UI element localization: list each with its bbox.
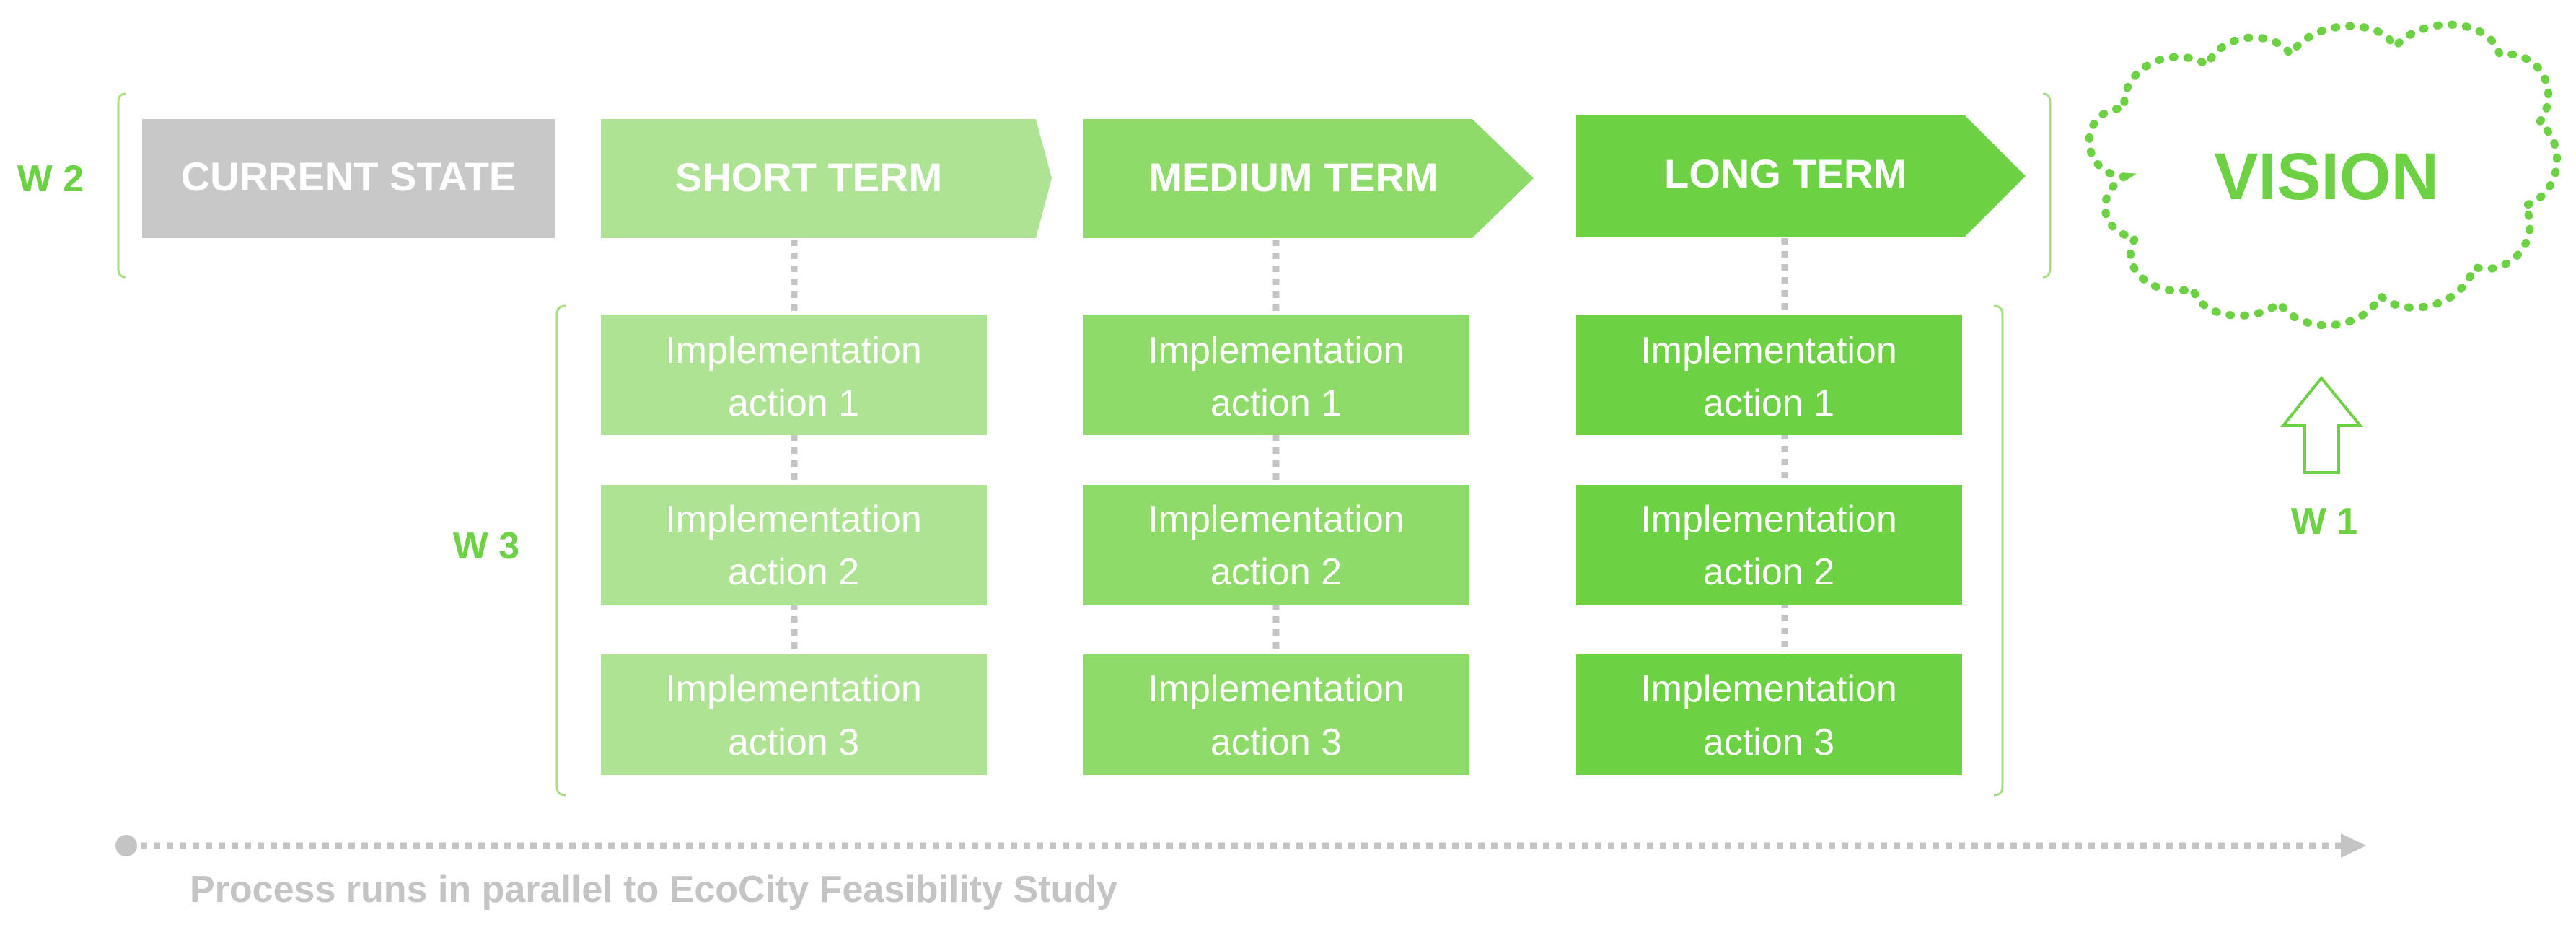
short-term-arrow	[601, 119, 1052, 238]
long-term-actions: Implementation action 1 Implementation a…	[1576, 315, 1962, 775]
short-action-box-3	[601, 654, 987, 775]
long-action-2-line2: action 2	[1703, 551, 1834, 593]
medium-action-2-line2: action 2	[1210, 551, 1342, 593]
w2-bracket	[117, 92, 126, 279]
long-action-1-line1: Implementation	[1640, 330, 1897, 372]
current-state-box	[142, 119, 555, 238]
long-action-3-line2: action 3	[1703, 722, 1834, 763]
short-action-box-1	[601, 315, 987, 435]
medium-term-arrow	[1083, 119, 1534, 238]
w1-label: W 1	[2291, 501, 2357, 543]
timeline-arrowhead	[2341, 833, 2366, 858]
long-action-2-line1: Implementation	[1640, 499, 1897, 540]
long-term-arrow	[1576, 115, 2026, 237]
long-action-box-1	[1576, 315, 1962, 435]
medium-action-3-line2: action 3	[1210, 722, 1342, 763]
short-term-label: SHORT TERM	[675, 154, 942, 200]
current-state-label: CURRENT STATE	[181, 154, 516, 199]
medium-term-label: MEDIUM TERM	[1148, 154, 1438, 200]
medium-action-1-line2: action 1	[1210, 382, 1342, 424]
long-term-label: LONG TERM	[1664, 151, 1907, 196]
medium-action-box-3	[1083, 654, 1469, 775]
medium-term-actions: Implementation action 1 Implementation a…	[1083, 315, 1469, 775]
cloud-icon	[2085, 20, 2562, 330]
medium-action-1-line1: Implementation	[1148, 330, 1405, 372]
w2-label: W 2	[17, 158, 84, 200]
short-action-3-line1: Implementation	[665, 668, 922, 710]
long-action-box-3	[1576, 654, 1962, 775]
medium-action-box-2	[1083, 485, 1469, 605]
short-action-1-line2: action 1	[728, 382, 859, 424]
vision-label: VISION	[2214, 140, 2439, 214]
short-action-box-2	[601, 485, 987, 605]
short-action-2-line2: action 2	[728, 551, 859, 593]
long-action-box-2	[1576, 485, 1962, 605]
stage-row-right-bracket	[2042, 92, 2052, 279]
short-term-actions: Implementation action 1 Implementation a…	[601, 315, 987, 775]
w3-left-bracket	[555, 304, 566, 797]
connectors	[791, 238, 1788, 657]
medium-action-3-line1: Implementation	[1148, 668, 1405, 710]
w3-label: W 3	[453, 525, 519, 567]
timeline-start-dot	[115, 835, 137, 856]
long-action-1-line2: action 1	[1703, 382, 1834, 424]
timeline: Process runs in parallel to EcoCity Feas…	[115, 833, 2366, 911]
footer-caption: Process runs in parallel to EcoCity Feas…	[190, 869, 1117, 911]
vision-cloud: VISION	[2085, 20, 2562, 330]
stage-row: CURRENT STATE SHORT TERM MEDIUM TERM LON…	[142, 115, 2026, 238]
short-action-2-line1: Implementation	[665, 499, 922, 540]
up-arrow-body	[2280, 375, 2364, 474]
short-action-3-line2: action 3	[728, 722, 859, 763]
medium-action-box-1	[1083, 315, 1469, 435]
w3-right-bracket	[1993, 304, 2004, 797]
short-action-1-line1: Implementation	[665, 330, 922, 372]
long-action-3-line1: Implementation	[1640, 668, 1897, 710]
medium-action-2-line1: Implementation	[1148, 499, 1405, 540]
